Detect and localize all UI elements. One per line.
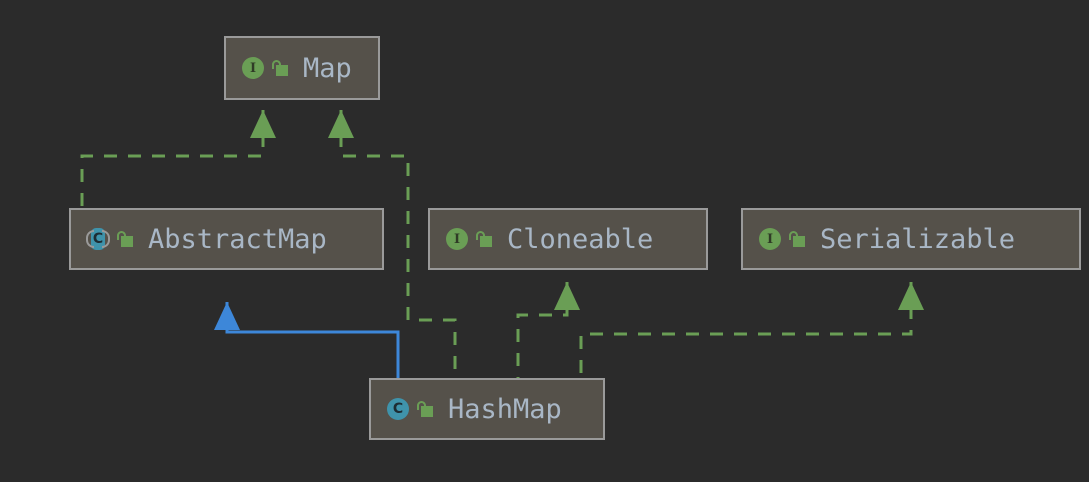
node-abstractmap[interactable]: C AbstractMap [69, 208, 384, 270]
interface-circle-icon: I [240, 55, 266, 81]
edge-arrowhead [328, 110, 354, 138]
class-circle-icon: C [385, 396, 411, 422]
node-icon-group: C [85, 226, 134, 252]
node-label: HashMap [448, 393, 562, 425]
open-padlock-icon [475, 228, 493, 250]
abstract-class-icon: C [85, 226, 111, 252]
edge-arrowhead [898, 282, 924, 310]
node-label: Map [303, 52, 352, 84]
edge-arrowhead [554, 282, 580, 310]
edge-arrowhead [250, 110, 276, 138]
node-map[interactable]: I Map [224, 36, 380, 100]
node-cloneable[interactable]: I Cloneable [428, 208, 708, 270]
open-padlock-icon [788, 228, 806, 250]
interface-circle-icon: I [444, 226, 470, 252]
node-label: AbstractMap [148, 223, 327, 255]
node-label: Serializable [820, 223, 1016, 255]
edge-line [225, 302, 400, 378]
interface-circle-icon: I [757, 226, 783, 252]
edge-line [516, 282, 569, 378]
edge-arrowhead [214, 302, 240, 330]
edge-line [579, 282, 913, 378]
node-serializable[interactable]: I Serializable [741, 208, 1081, 270]
edge-line [80, 110, 265, 208]
open-padlock-icon [116, 228, 134, 250]
node-label: Cloneable [507, 223, 654, 255]
node-icon-group: C [385, 396, 434, 422]
node-icon-group: I [240, 55, 289, 81]
node-hashmap[interactable]: C HashMap [369, 378, 605, 440]
node-icon-group: I [757, 226, 806, 252]
open-padlock-icon [271, 57, 289, 79]
open-padlock-icon [416, 398, 434, 420]
node-icon-group: I [444, 226, 493, 252]
